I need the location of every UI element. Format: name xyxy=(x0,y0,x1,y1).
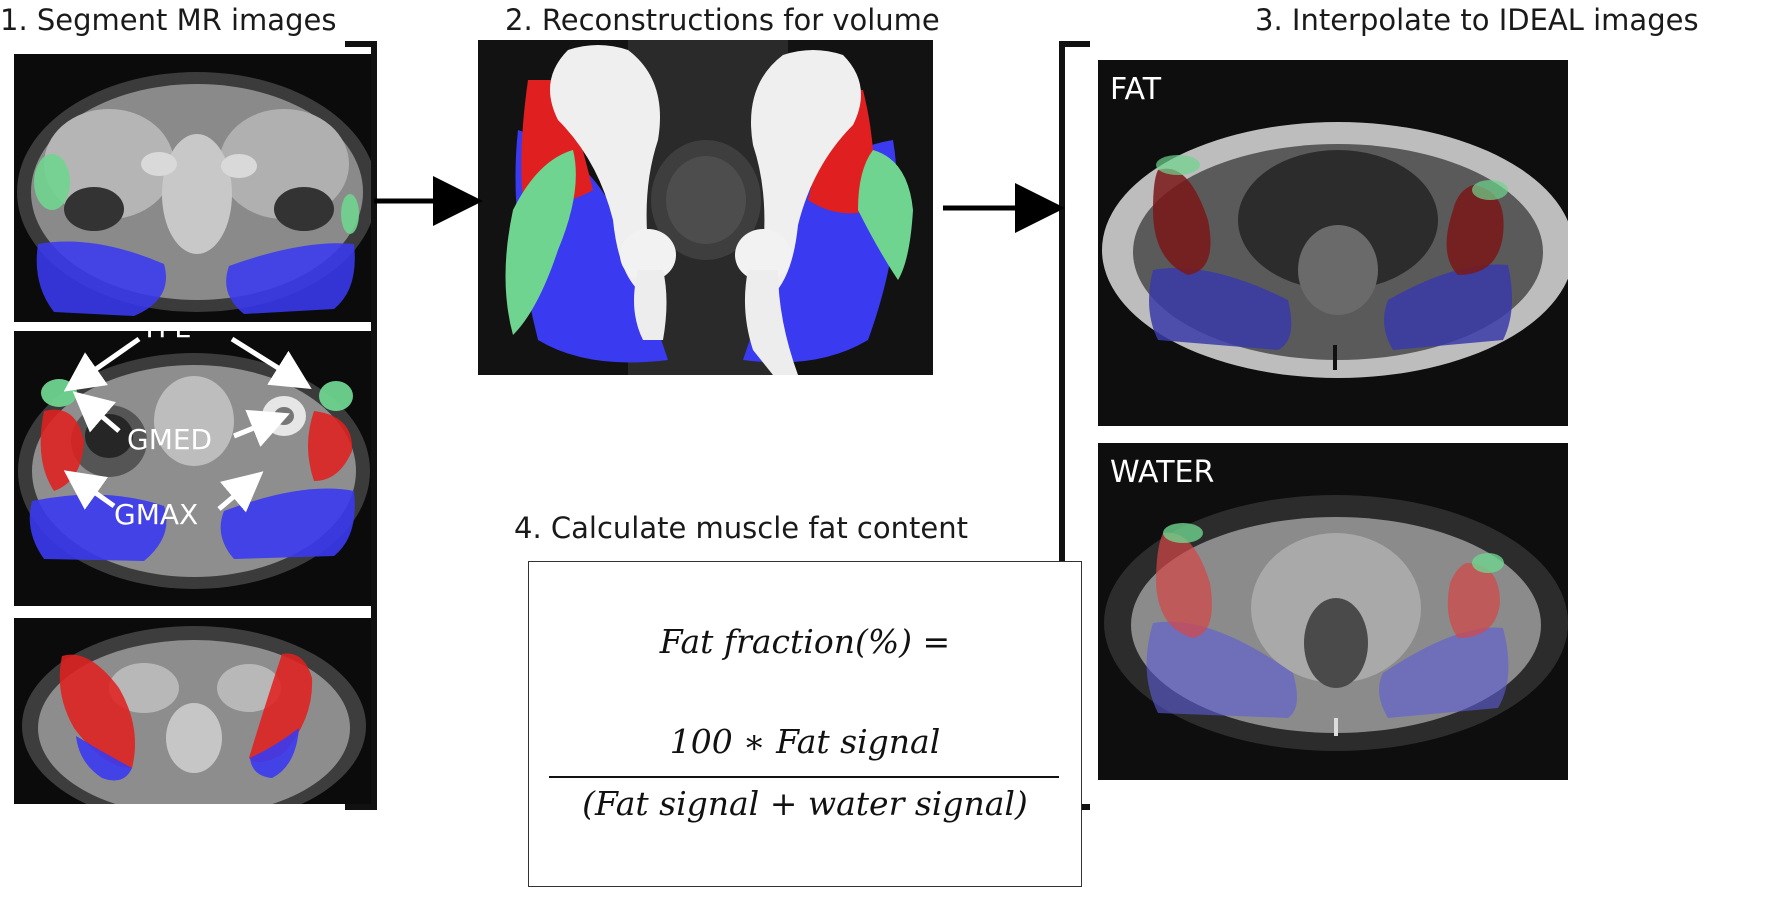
step1-title: 1. Segment MR images xyxy=(0,3,337,37)
tfl-label: TFL xyxy=(141,331,190,344)
formula-numerator: 100 ∗ Fat signal xyxy=(669,722,941,761)
step4-title: 4. Calculate muscle fat content xyxy=(514,511,968,545)
fat-label: FAT xyxy=(1110,72,1162,107)
gmax-label: GMAX xyxy=(114,498,199,531)
water-ideal-image: WATER xyxy=(1098,443,1568,780)
step2-title: 2. Reconstructions for volume xyxy=(505,3,940,37)
water-label: WATER xyxy=(1110,455,1215,490)
mr-slice-lower xyxy=(14,618,377,804)
annotation-arrows xyxy=(63,336,312,513)
gmed-label: GMED xyxy=(127,423,213,456)
step3-title: 3. Interpolate to IDEAL images xyxy=(1255,3,1699,37)
3d-reconstruction-image xyxy=(478,40,933,375)
left-bracket xyxy=(345,41,377,810)
fraction-bar xyxy=(549,776,1059,778)
mr-slice-middle: TFL GMED GMAX xyxy=(14,331,377,606)
formula-lhs: Fat fraction(%) = xyxy=(659,622,951,661)
formula-box: Fat fraction(%) = 100 ∗ Fat signal (Fat … xyxy=(528,561,1082,887)
formula-denominator: (Fat signal + water signal) xyxy=(582,784,1028,823)
mr-slice-upper xyxy=(14,54,377,322)
fat-ideal-image: FAT xyxy=(1098,60,1568,426)
